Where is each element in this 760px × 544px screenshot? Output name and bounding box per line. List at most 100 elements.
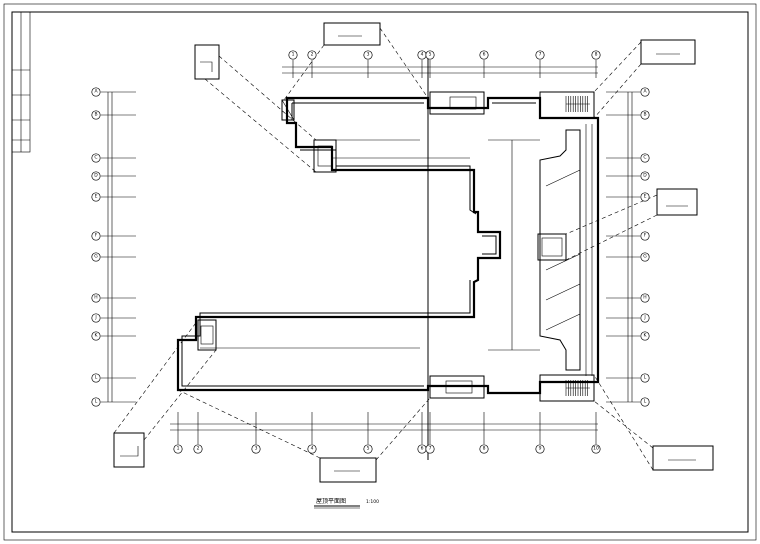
axis-bubble-top: 7 <box>535 50 545 60</box>
axis-bubble-right: J <box>640 313 650 323</box>
axis-bubble-bottom: 2 <box>193 444 203 454</box>
svg-text:H: H <box>94 295 97 301</box>
svg-text:5: 5 <box>367 446 370 452</box>
axis-bubble-bottom: 5 <box>363 444 373 454</box>
dimension-chains <box>107 66 633 431</box>
axis-bubble-top: 6 <box>479 50 489 60</box>
svg-text:4: 4 <box>311 446 314 452</box>
svg-text:C: C <box>94 155 97 161</box>
axis-bubbles-right: A B C D E F G H J K L L <box>640 87 650 407</box>
svg-text:H: H <box>643 295 646 301</box>
binding-strip <box>11 11 31 153</box>
svg-text:D: D <box>643 173 647 179</box>
axis-bubble-left: L <box>91 373 101 383</box>
axis-bubble-left: C <box>91 153 101 163</box>
axis-bubble-top: 3 <box>363 50 373 60</box>
detail-callouts <box>113 22 714 483</box>
axis-bubble-left: B <box>91 110 101 120</box>
axis-bubble-bottom: 3 <box>251 444 261 454</box>
svg-text:A: A <box>94 89 98 95</box>
stair-roof-room-top <box>539 91 595 119</box>
svg-text:1: 1 <box>292 52 295 58</box>
svg-text:L: L <box>644 399 647 405</box>
svg-text:2: 2 <box>197 446 200 452</box>
svg-text:9: 9 <box>539 446 542 452</box>
inner-frame <box>11 11 749 533</box>
axis-bubble-right: F <box>640 231 650 241</box>
svg-text:F: F <box>95 233 98 239</box>
svg-text:B: B <box>94 112 97 118</box>
svg-text:F: F <box>644 233 647 239</box>
axis-bubble-right: G <box>640 252 650 262</box>
detail-box-bottom-left <box>113 319 217 468</box>
svg-text:3: 3 <box>367 52 370 58</box>
axis-bubble-bottom: 1 <box>173 444 183 454</box>
axis-bubble-bottom: 6 <box>417 444 427 454</box>
svg-text:J: J <box>94 315 96 321</box>
axis-bubble-top: 5 <box>425 50 435 60</box>
axis-bubble-right: C <box>640 153 650 163</box>
svg-text:K: K <box>644 333 648 339</box>
water-tank-top <box>429 91 485 115</box>
axis-bubble-left: J <box>91 313 101 323</box>
axis-bubble-left: D <box>91 171 101 181</box>
svg-text:E: E <box>644 194 647 200</box>
svg-text:C: C <box>643 155 646 161</box>
svg-text:2: 2 <box>311 52 314 58</box>
axis-bubble-bottom: 10 <box>591 444 601 454</box>
svg-text:7: 7 <box>539 52 542 58</box>
axis-bubble-top: 8 <box>591 50 601 60</box>
axis-grid-lines <box>101 60 640 444</box>
axis-bubble-left: K <box>91 331 101 341</box>
svg-text:J: J <box>643 315 645 321</box>
detail-box-top-center <box>283 22 429 101</box>
roof-hatch <box>281 99 295 121</box>
svg-text:K: K <box>95 333 99 339</box>
svg-text:D: D <box>94 173 98 179</box>
svg-text:A: A <box>643 89 647 95</box>
axis-bubbles-left: A B C D E F G H J K L L <box>91 87 101 407</box>
svg-text:3: 3 <box>255 446 258 452</box>
axis-bubble-left: L <box>91 397 101 407</box>
svg-text:1: 1 <box>177 446 180 452</box>
svg-text:6: 6 <box>483 52 486 58</box>
axis-bubble-bottom: 9 <box>535 444 545 454</box>
svg-text:L: L <box>95 375 98 381</box>
axis-bubble-right: B <box>640 110 650 120</box>
drawing-title-block: 屋顶平面图 1:100 <box>314 498 379 509</box>
axis-bubble-right: D <box>640 171 650 181</box>
detail-box-bottom-right <box>593 374 714 471</box>
detail-box-bottom-center <box>177 389 431 483</box>
detail-box-top-right <box>593 39 696 119</box>
axis-bubble-bottom: 4 <box>307 444 317 454</box>
axis-bubble-top: 1 <box>288 50 298 60</box>
svg-text:8: 8 <box>595 52 598 58</box>
axis-bubble-right: L <box>640 397 650 407</box>
svg-text:4: 4 <box>421 52 424 58</box>
svg-text:L: L <box>95 399 98 405</box>
axis-bubble-right: H <box>640 293 650 303</box>
detail-box-top-left <box>194 44 317 173</box>
outer-frame <box>3 3 757 541</box>
svg-text:8: 8 <box>483 446 486 452</box>
stair-roof-room-bottom <box>539 374 595 402</box>
elevator-room-left <box>197 139 337 351</box>
axis-bubble-left: H <box>91 293 101 303</box>
svg-text:5: 5 <box>429 52 432 58</box>
axis-bubble-right: A <box>640 87 650 97</box>
water-tank-bottom <box>429 375 485 399</box>
axis-bubble-bottom: 7 <box>425 444 435 454</box>
axis-bubble-right: K <box>640 331 650 341</box>
roof-outline <box>176 55 600 460</box>
svg-text:E: E <box>95 194 98 200</box>
elevator-room-right <box>537 233 567 261</box>
axis-bubble-right: L <box>640 373 650 383</box>
svg-text:6: 6 <box>421 446 424 452</box>
drawing-title: 屋顶平面图 <box>316 498 346 505</box>
axis-bubble-left: G <box>91 252 101 262</box>
svg-text:10: 10 <box>593 446 599 452</box>
svg-text:L: L <box>644 375 647 381</box>
detail-box-right-mid <box>565 188 698 261</box>
